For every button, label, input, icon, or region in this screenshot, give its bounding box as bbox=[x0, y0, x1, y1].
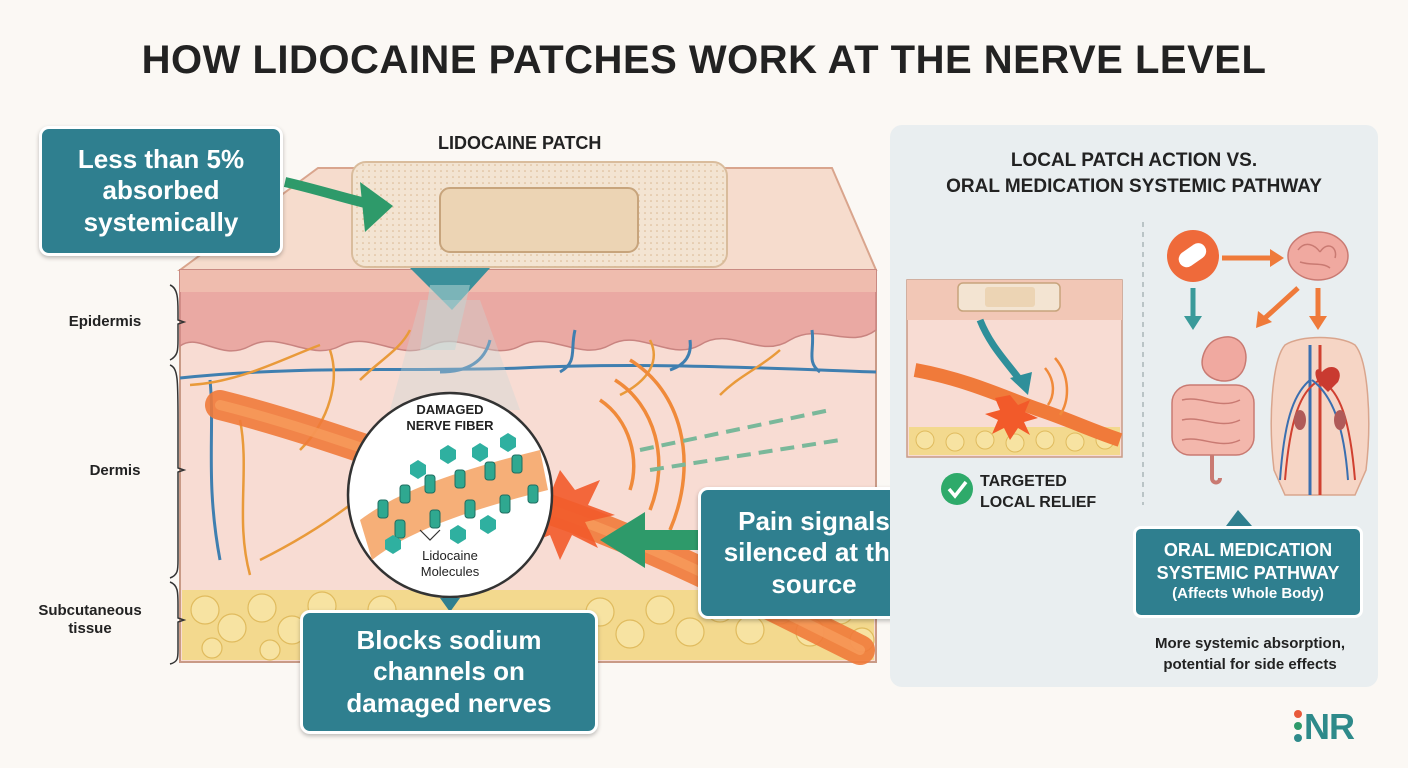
dermis-label: Dermis bbox=[89, 462, 141, 479]
logo-dot-icon bbox=[1294, 710, 1302, 718]
subcutaneous-label: Subcutaneous tissue bbox=[38, 602, 142, 637]
oral-line1: ORAL MEDICATION bbox=[1163, 540, 1333, 560]
note-line1: More systemic absorption, bbox=[1154, 635, 1346, 652]
brand-logo: NR bbox=[1304, 706, 1355, 747]
oral-line2: SYSTEMIC PATHWAY bbox=[1156, 562, 1340, 583]
pain-waves-icon bbox=[599, 358, 686, 531]
layer-brackets bbox=[169, 284, 187, 665]
lidocaine-patch bbox=[351, 161, 728, 268]
targeted-line2: LOCAL RELIEF bbox=[980, 493, 1097, 511]
panel-title-line1: LOCAL PATCH ACTION VS. bbox=[1010, 150, 1258, 171]
oral-sub: (Affects Whole Body) bbox=[1172, 585, 1324, 602]
zoom-molecules-label: Lidocaine Molecules bbox=[420, 548, 480, 579]
absorbed-callout: Less than 5% absorbed systemically bbox=[39, 126, 283, 256]
oral-medication-box: ORAL MEDICATION SYSTEMIC PATHWAY (Affect… bbox=[1133, 526, 1363, 618]
patch-label: LIDOCAINE PATCH bbox=[438, 133, 602, 153]
blocks-callout: Blocks sodium channels on damaged nerves bbox=[300, 610, 598, 734]
pain-arrow-icon bbox=[640, 530, 700, 550]
silenced-signal-lines bbox=[639, 408, 841, 472]
note-line2: potential for side effects bbox=[1163, 656, 1337, 673]
epidermis-label: Epidermis bbox=[68, 313, 142, 330]
page-title: HOW LIDOCAINE PATCHES WORK AT THE NERVE … bbox=[141, 38, 1267, 82]
nerve-branches bbox=[189, 329, 781, 576]
panel-title-line2: ORAL MEDICATION SYSTEMIC PATHWAY bbox=[946, 175, 1322, 197]
targeted-relief-label: TARGETED LOCAL RELIEF bbox=[980, 472, 1096, 514]
zoom-title: DAMAGED NERVE FIBER bbox=[406, 402, 494, 433]
targeted-line1: TARGETED bbox=[980, 473, 1067, 490]
oral-note: More systemic absorption, potential for … bbox=[1128, 633, 1372, 675]
zoom-circle bbox=[346, 391, 554, 599]
panel-title: LOCAL PATCH ACTION VS. ORAL MEDICATION S… bbox=[890, 148, 1378, 199]
